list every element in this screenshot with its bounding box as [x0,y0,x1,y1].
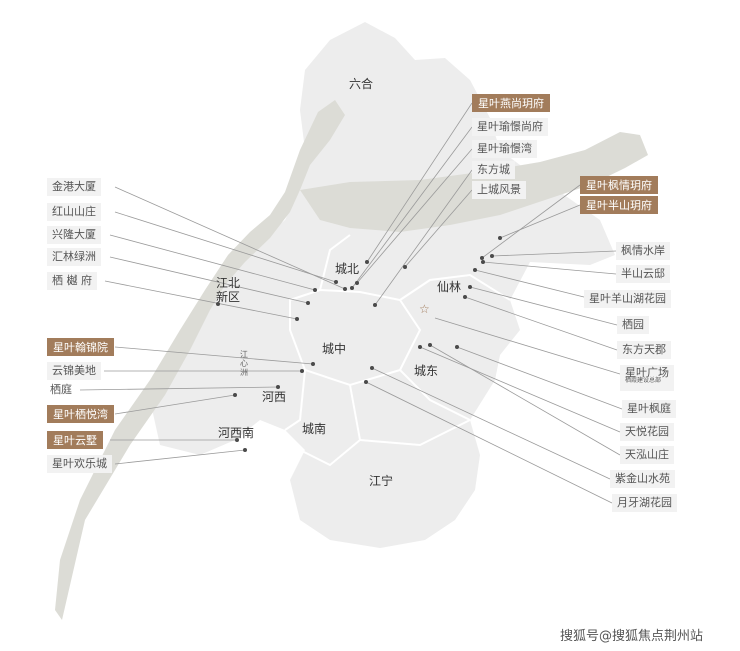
label-huilin: 汇林绿洲 [47,248,101,266]
label-yunjin: 云锦美地 [47,362,101,380]
label-xingye-guangchang: 星叶广场 栖霞建设总部 [620,365,674,391]
label-shangcheng: 上城风景 [472,181,526,199]
label-qiyuewan: 星叶栖悦湾 [47,405,114,423]
label-hongshan: 红山山庄 [47,203,101,221]
label-yueyahu: 月牙湖花园 [612,494,677,512]
watermark: 搜狐号@搜狐焦点荆州站 [560,629,704,644]
label-banshan-yuefu: 星叶半山玥府 [580,196,658,214]
label-qiyue: 栖 樾 府 [47,272,97,290]
district-xianlin: 仙林 [437,280,462,294]
label-qiting: 栖庭 [50,383,72,396]
label-yujingshang: 星叶瑜憬尚府 [472,118,548,136]
river [55,100,345,620]
district-chengzhong: 城中 [322,342,347,356]
label-guangchang-sub: 栖霞建设总部 [625,377,662,384]
label-fengqing-shuian: 枫情水岸 [616,242,670,260]
district-jiangxinzhou: 江心洲 [240,350,248,377]
district-luhe: 六合 [349,77,374,91]
label-dongfang-tianjun: 东方天郡 [617,341,671,359]
label-tianhong: 天泓山庄 [620,446,674,464]
label-yujingwan: 星叶瑜憬湾 [472,140,537,158]
label-banshan-yundi: 半山云邸 [616,265,670,283]
label-huanlecheng: 星叶欢乐城 [47,455,112,473]
hq-star-icon: ☆ [419,302,430,316]
district-chengnan: 城南 [302,422,327,436]
district-hexi: 河西 [262,390,287,404]
label-hanjinyuan: 星叶翰锦院 [47,338,114,356]
label-qiyuan: 栖园 [617,316,649,334]
label-yunshu: 星叶云墅 [47,431,103,449]
label-dongfangcheng: 东方城 [472,161,515,179]
district-jiangning: 江宁 [369,474,394,488]
label-jingang: 金港大厦 [47,178,101,196]
label-tianyue: 天悦花园 [620,423,674,441]
label-fengqing-yuefu: 星叶枫情玥府 [580,176,658,194]
district-chengbei: 城北 [335,262,360,276]
label-xingye-fengting: 星叶枫庭 [622,400,676,418]
label-yangshanhu: 星叶羊山湖花园 [584,290,671,308]
label-yanshang: 星叶燕尚玥府 [472,94,550,112]
district-hexinan: 河西南 [218,426,255,440]
district-jiangbei: 江北新区 [216,276,241,304]
label-guangchang-text: 星叶广场 [625,366,669,379]
label-zijinshan: 紫金山水苑 [610,470,675,488]
district-chengdong: 城东 [414,364,439,378]
label-xinglong: 兴隆大厦 [47,226,101,244]
